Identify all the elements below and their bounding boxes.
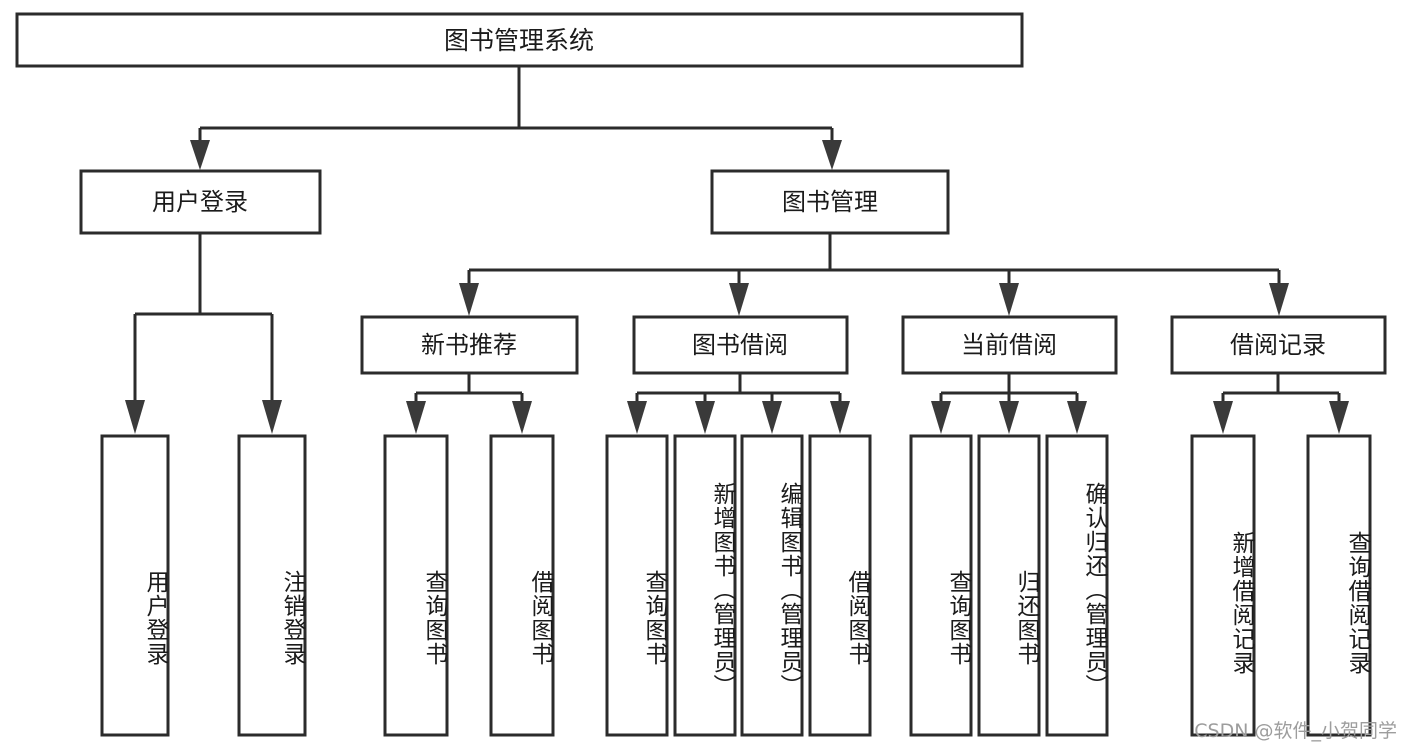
arrow-head-icon bbox=[1213, 401, 1233, 434]
arrow-head-icon bbox=[125, 400, 145, 434]
arrow-head-icon bbox=[1269, 283, 1289, 316]
node-book-borrow-box bbox=[632, 315, 849, 375]
node-book-manage[interactable]: 图书管理 bbox=[710, 169, 950, 235]
leaf-return-book-box[interactable] bbox=[977, 434, 1041, 737]
arrow-head-icon bbox=[762, 401, 782, 434]
watermark-text: CSDN @软件_小贺同学 bbox=[1194, 720, 1397, 742]
node-current-borrow-box bbox=[901, 315, 1118, 375]
leaf-edit-book-box[interactable] bbox=[740, 434, 804, 737]
node-book-borrow-label: 图书借阅 bbox=[692, 331, 788, 359]
node-borrow-record[interactable]: 借阅记录 bbox=[1170, 315, 1387, 375]
node-new-book-recommend-box bbox=[360, 315, 579, 375]
arrow-head-icon bbox=[627, 401, 647, 434]
arrow-head-icon bbox=[729, 283, 749, 316]
node-user-login[interactable]: 用户登录 bbox=[79, 169, 322, 235]
node-book-manage-label: 图书管理 bbox=[782, 188, 878, 216]
node-user-login-label: 用户登录 bbox=[152, 188, 248, 216]
arrow-head-icon bbox=[190, 140, 210, 170]
node-borrow-record-box bbox=[1170, 315, 1387, 375]
leaf-user-logout-box[interactable] bbox=[237, 434, 307, 737]
leaf-borrow-book-2-box[interactable] bbox=[808, 434, 872, 737]
node-new-book-recommend[interactable]: 新书推荐 bbox=[360, 315, 579, 375]
node-new-book-recommend-label: 新书推荐 bbox=[421, 331, 517, 359]
arrow-head-icon bbox=[999, 401, 1019, 434]
leaf-user-login-box[interactable] bbox=[100, 434, 170, 737]
leaf-confirm-return-box[interactable] bbox=[1045, 434, 1109, 737]
leaf-query-record-box[interactable] bbox=[1306, 434, 1372, 737]
arrow-head-icon bbox=[1067, 401, 1087, 434]
node-root-label: 图书管理系统 bbox=[444, 26, 594, 55]
arrow-head-icon bbox=[1329, 401, 1349, 434]
arrow-head-icon bbox=[695, 401, 715, 434]
node-book-manage-box bbox=[710, 169, 950, 235]
arrow-head-icon bbox=[459, 283, 479, 316]
arrow-head-icon bbox=[406, 401, 426, 434]
arrow-head-icon bbox=[822, 140, 842, 170]
arrow-head-icon bbox=[262, 400, 282, 434]
arrow-head-icon bbox=[830, 401, 850, 434]
leaf-query-book-2-box[interactable] bbox=[605, 434, 669, 737]
node-current-borrow-label: 当前借阅 bbox=[961, 331, 1057, 359]
node-borrow-record-label: 借阅记录 bbox=[1230, 331, 1326, 359]
node-book-borrow[interactable]: 图书借阅 bbox=[632, 315, 849, 375]
node-current-borrow[interactable]: 当前借阅 bbox=[901, 315, 1118, 375]
arrow-head-icon bbox=[999, 283, 1019, 316]
arrow-head-icon bbox=[512, 401, 532, 434]
node-root[interactable]: 图书管理系统 bbox=[15, 12, 1024, 68]
node-root-box bbox=[15, 12, 1024, 68]
leaf-add-book-box[interactable] bbox=[673, 434, 737, 737]
leaf-add-record-box[interactable] bbox=[1190, 434, 1256, 737]
arrow-head-icon bbox=[931, 401, 951, 434]
leaf-query-book-1-box[interactable] bbox=[383, 434, 449, 737]
leaf-query-book-3-box[interactable] bbox=[909, 434, 973, 737]
leaf-borrow-book-1-box[interactable] bbox=[489, 434, 555, 737]
